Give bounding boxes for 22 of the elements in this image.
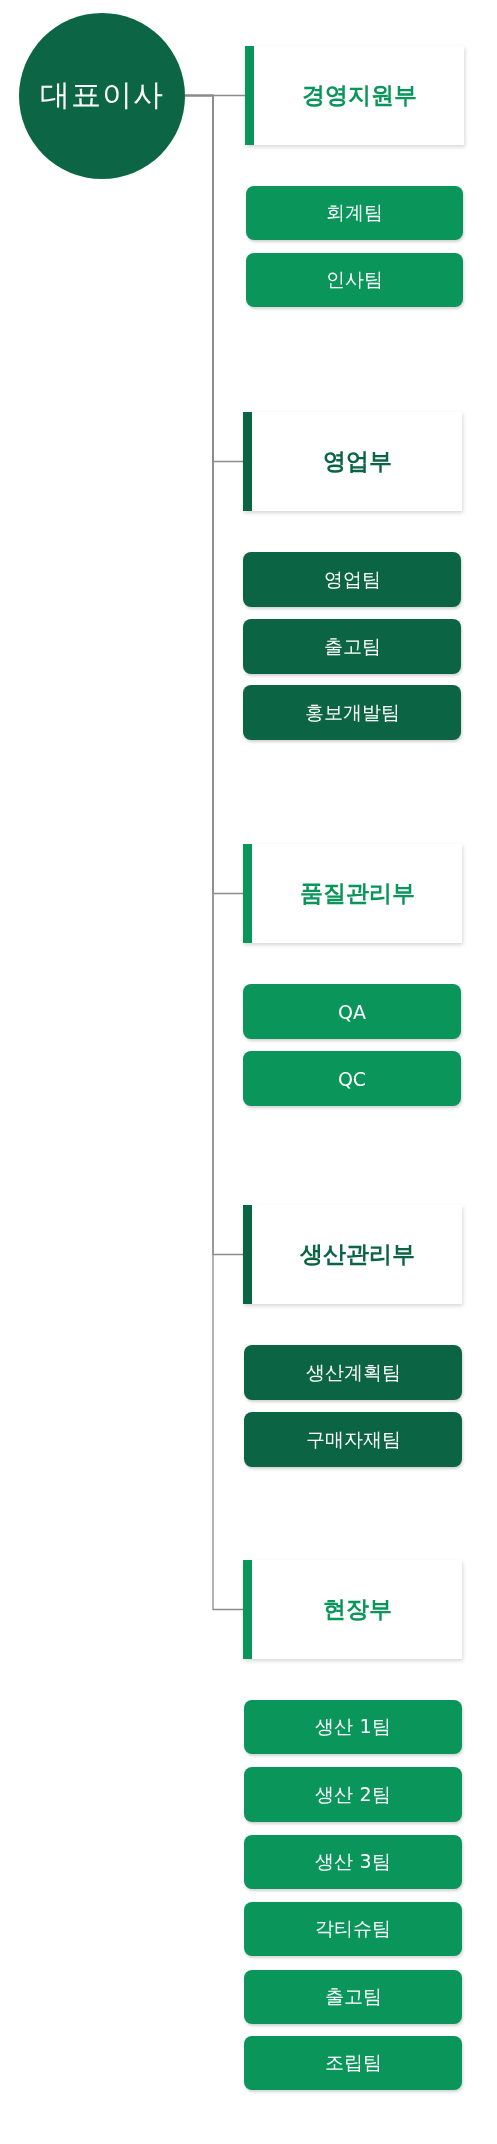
team-box: 생산 2팀	[244, 1767, 462, 1822]
team-box: 생산 1팀	[244, 1700, 462, 1754]
team-box: 구매자재팀	[244, 1412, 462, 1467]
department-box: 생산관리부	[243, 1205, 462, 1304]
team-box: 영업팀	[243, 552, 461, 607]
team-box: 각티슈팀	[244, 1902, 462, 1956]
team-box: QA	[243, 984, 461, 1039]
team-box: 출고팀	[243, 619, 461, 674]
role-label: 대표이사	[40, 76, 164, 114]
team-box: 생산 3팀	[244, 1835, 462, 1889]
team-box: 조립팀	[244, 2036, 462, 2090]
team-box: 인사팀	[246, 253, 463, 307]
team-box: 생산계획팀	[244, 1345, 462, 1400]
team-box: QC	[243, 1051, 461, 1106]
department-box: 현장부	[243, 1560, 462, 1659]
connector-line	[184, 94, 244, 1611]
department-box: 경영지원부	[245, 46, 464, 145]
team-box: 출고팀	[244, 1970, 462, 2024]
department-box: 영업부	[243, 412, 462, 511]
team-box: 회계팀	[246, 186, 463, 240]
team-box: 홍보개발팀	[243, 685, 461, 740]
department-box: 품질관리부	[243, 844, 462, 943]
